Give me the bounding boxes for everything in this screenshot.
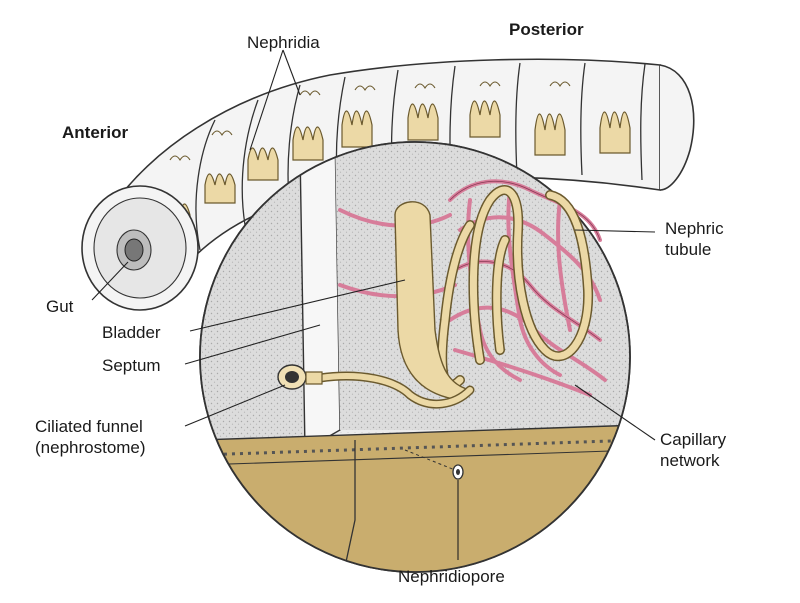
nephridia-small-coils [169,81,571,162]
label-nephric-tubule-line2: tubule [665,240,712,259]
leader-ciliated-funnel [184,384,286,427]
segment-rings [195,62,646,251]
ciliated-funnel [277,364,323,390]
worm-posterior-end [659,64,695,191]
label-ciliated-funnel: Ciliated funnel (nephrostome) [35,416,146,458]
label-capillary-network-line2: network [660,451,720,470]
label-capillary-network-line1: Capillary [660,430,727,449]
bladder-shape [394,201,472,401]
label-capillary-network: Capillary network [660,429,726,471]
label-nephridiopore: Nephridiopore [398,567,505,586]
label-ciliated-funnel-line1: Ciliated funnel [35,417,143,436]
nephridiopore-opening [404,449,464,480]
leader-lines [91,49,656,560]
label-septum: Septum [102,356,161,375]
label-posterior: Posterior [509,20,584,39]
leader-septum [184,324,321,365]
label-nephridia: Nephridia [247,33,320,52]
label-bladder: Bladder [102,323,161,342]
leader-nephric-tubule [574,229,656,233]
septum-sheet [299,142,341,452]
leader-capillary-network [574,384,656,441]
label-nephric-tubule-line1: Nephric [665,219,724,238]
anterior-cross-section [81,185,199,311]
leader-gut [91,261,129,301]
label-anterior: Anterior [62,123,129,142]
leader-nephridia-1 [249,49,284,151]
magnified-segment [199,141,631,573]
label-gut: Gut [46,297,74,316]
leader-nephridia-2 [282,49,301,96]
leader-bladder [189,279,406,332]
label-ciliated-funnel-line2: (nephrostome) [35,438,146,457]
label-nephric-tubule: Nephric tubule [665,218,724,260]
